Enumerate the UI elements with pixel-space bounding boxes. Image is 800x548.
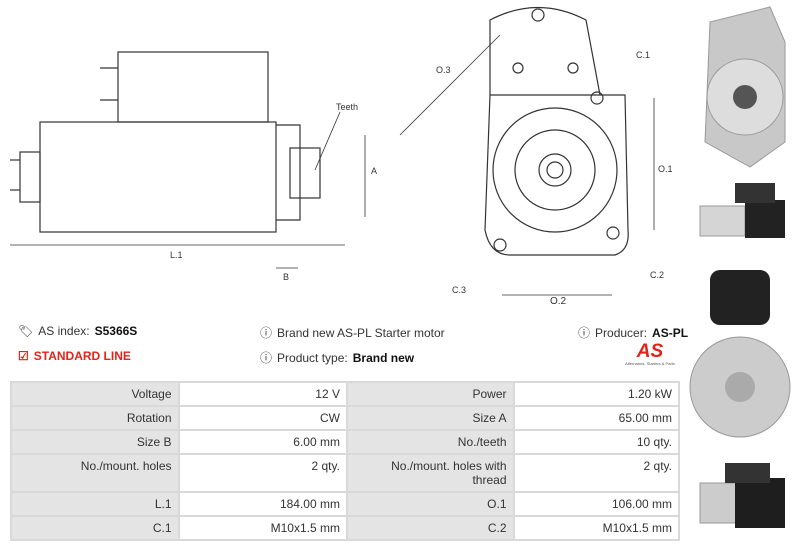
dim-o2-label: O.2 [550, 296, 567, 307]
tags-icon: 🏷 [18, 324, 34, 338]
spec-value: 2 qty. [512, 453, 680, 493]
info-icon: ⓘ [260, 351, 273, 365]
side-view-drawing: L.1 B A Teeth [10, 51, 377, 282]
producer-label: Producer: [595, 325, 648, 340]
spec-label: Size A [345, 405, 515, 431]
product-photo-rear[interactable] [689, 262, 798, 452]
spec-value: 1.20 kW [512, 381, 680, 407]
dim-o1-label: O.1 [658, 164, 673, 174]
logo-text: AS [636, 341, 664, 362]
spec-value: 2 qty. [177, 453, 348, 493]
product-type-label: Product type: [277, 350, 348, 365]
info-icon: ⓘ [260, 326, 273, 340]
dim-o3-label: O.3 [436, 65, 451, 75]
dim-c2-label: C.2 [650, 270, 664, 280]
front-view-drawing: O.3 O.1 O.2 C.1 C.2 C.3 [399, 7, 673, 307]
spec-value: 12 V [177, 381, 348, 407]
as-index: 🏷 AS index: S5366S [18, 324, 137, 338]
as-index-label: AS index: [38, 324, 90, 338]
as-pl-logo: AS Alternators, Starters & Parts [620, 342, 680, 366]
spec-value: 65.00 mm [512, 405, 680, 431]
dim-c1-label: C.1 [636, 50, 650, 60]
spec-label: C.2 [345, 515, 515, 541]
dim-l1-label: L.1 [170, 250, 183, 260]
spec-label: No./teeth [345, 429, 515, 455]
description: ⓘ Brand new AS-PL Starter motor [260, 324, 445, 341]
spec-label: Power [345, 381, 515, 407]
dim-c3-label: C.3 [452, 285, 466, 295]
spec-label: Rotation [10, 405, 180, 431]
product-line: ☑ STANDARD LINE [18, 349, 131, 363]
spec-value: M10x1.5 mm [177, 515, 348, 541]
spec-value: M10x1.5 mm [512, 515, 680, 541]
dim-b-label: B [283, 272, 289, 282]
producer: ⓘ Producer: AS-PL [578, 324, 688, 341]
spec-label: No./mount. holes [10, 453, 180, 493]
as-index-value: S5366S [94, 324, 138, 338]
product-photo-side[interactable] [690, 178, 798, 250]
dim-a-label: A [371, 166, 377, 176]
checkbox-icon: ☑ [18, 349, 29, 363]
description-text: Brand new AS-PL Starter motor [277, 325, 445, 340]
product-type: ⓘ Product type: Brand new [260, 349, 414, 366]
spec-value: 106.00 mm [512, 491, 680, 517]
spec-label: Voltage [10, 381, 180, 407]
product-photo-front[interactable] [690, 2, 798, 172]
spec-label: No./mount. holes with thread [345, 453, 515, 493]
spec-label: O.1 [345, 491, 515, 517]
spec-label: L.1 [10, 491, 180, 517]
product-type-value: Brand new [352, 350, 415, 365]
spec-value: CW [177, 405, 348, 431]
teeth-label: Teeth [336, 102, 358, 112]
spec-label: C.1 [10, 515, 180, 541]
info-icon: ⓘ [578, 326, 591, 340]
logo-tagline: Alternators, Starters & Parts [625, 361, 675, 366]
spec-value: 10 qty. [512, 429, 680, 455]
spec-value: 184.00 mm [177, 491, 348, 517]
spec-label: Size B [10, 429, 180, 455]
product-line-label: STANDARD LINE [33, 349, 131, 363]
product-photo-angle[interactable] [690, 458, 798, 538]
producer-value: AS-PL [652, 325, 689, 340]
spec-value: 6.00 mm [177, 429, 348, 455]
